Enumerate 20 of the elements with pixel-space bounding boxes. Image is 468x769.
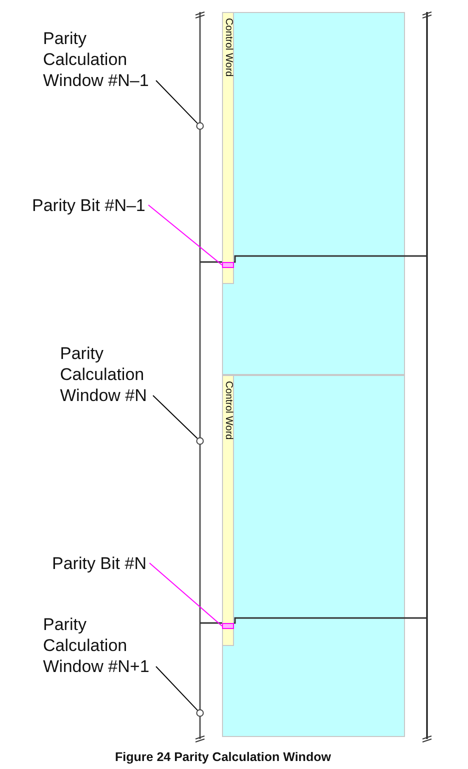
leader-line bbox=[148, 204, 222, 266]
callout-text: Parity Bit #N–1 bbox=[32, 194, 146, 216]
ring-icon bbox=[196, 709, 204, 717]
leader-line bbox=[156, 666, 198, 711]
ring-icon bbox=[196, 122, 204, 130]
leader-line bbox=[152, 395, 198, 439]
callout-text: Parity Calculation Window #N bbox=[60, 343, 150, 406]
control-word-strip bbox=[222, 12, 234, 284]
strip-label: Control Word bbox=[223, 381, 233, 440]
callout-text: Parity Calculation Window #N–1 bbox=[43, 28, 153, 91]
parity-bit-box bbox=[222, 262, 234, 268]
leader-line bbox=[149, 562, 222, 626]
callout-text: Parity Calculation Window #N+1 bbox=[43, 614, 153, 677]
ring-icon bbox=[196, 437, 204, 445]
control-word-strip bbox=[222, 375, 234, 646]
callout-text: Parity Bit #N bbox=[52, 552, 146, 574]
strip-label: Control Word bbox=[223, 18, 233, 77]
parity-bit-box bbox=[222, 623, 234, 629]
figure-caption: Figure 24 Parity Calculation Window bbox=[115, 750, 331, 765]
leader-line bbox=[156, 80, 198, 124]
